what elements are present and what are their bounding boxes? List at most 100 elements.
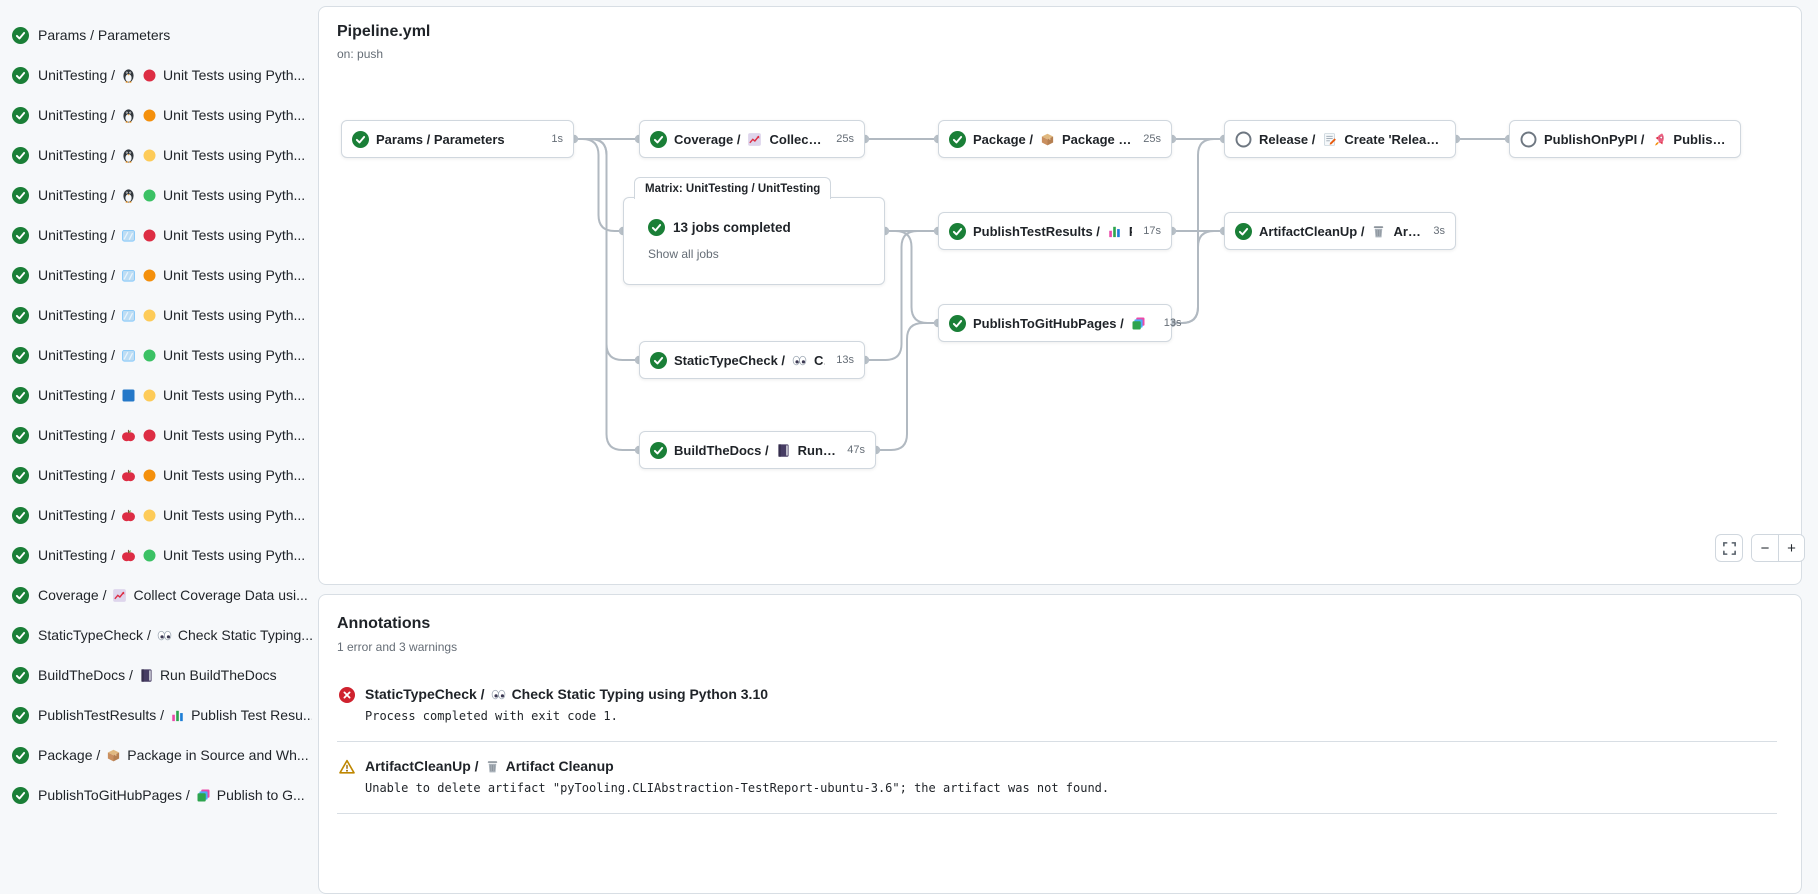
matrix-summary-text: 13 jobs completed: [673, 220, 791, 235]
workflow-node-coverage[interactable]: Coverage /Collect Cove...25s: [639, 120, 865, 158]
sidebar-job-label: UnitTesting /Unit Tests using Pyth...: [38, 347, 306, 363]
success-status-icon: [12, 546, 29, 564]
sidebar-job-item[interactable]: BuildTheDocs /Run BuildTheDocs: [0, 655, 318, 695]
sidebar-job-item[interactable]: UnitTesting /Unit Tests using Pyth...: [0, 335, 318, 375]
orange-dot-icon: [142, 108, 157, 123]
success-status-icon: [12, 466, 29, 484]
yellow-dot-icon: [142, 508, 157, 523]
job-duration: 17s: [1143, 225, 1161, 237]
sidebar-job-label: UnitTesting /Unit Tests using Pyth...: [38, 387, 306, 403]
job-duration: 25s: [836, 133, 854, 145]
sidebar-job-item[interactable]: UnitTesting /Unit Tests using Pyth...: [0, 415, 318, 455]
annotation-title[interactable]: StaticTypeCheck /Check Static Typing usi…: [365, 686, 769, 702]
orange-dot-icon: [142, 468, 157, 483]
workflow-trigger: on: push: [337, 47, 384, 61]
job-duration: 3s: [1433, 225, 1445, 237]
sidebar-job-item[interactable]: PublishToGitHubPages /Publish to G...: [0, 775, 318, 815]
zoom-in-button[interactable]: +: [1778, 535, 1804, 561]
sidebar-job-label: UnitTesting /Unit Tests using Pyth...: [38, 547, 306, 563]
workflow-node-publishtogithubpages[interactable]: PublishToGitHubPages /...13s: [938, 304, 1181, 342]
apple-icon: [121, 428, 136, 443]
sidebar-job-label: BuildTheDocs /Run BuildTheDocs: [38, 667, 277, 683]
sidebar-job-item[interactable]: UnitTesting /Unit Tests using Pyth...: [0, 375, 318, 415]
success-status-icon: [352, 130, 369, 148]
sidebar-job-item[interactable]: UnitTesting /Unit Tests using Pyth...: [0, 535, 318, 575]
sidebar-job-label: UnitTesting /Unit Tests using Pyth...: [38, 427, 306, 443]
workflow-node-package[interactable]: Package /Package in So...25s: [938, 120, 1172, 158]
package-icon: [106, 748, 121, 763]
sidebar-job-label: UnitTesting /Unit Tests using Pyth...: [38, 467, 306, 483]
workflow-node-release[interactable]: Release /Create 'Release P...: [1224, 120, 1456, 158]
warning-status-icon: [339, 758, 355, 795]
show-all-jobs-link[interactable]: Show all jobs: [648, 247, 719, 261]
workflow-node-statictypecheck[interactable]: StaticTypeCheck /Chec...13s: [639, 341, 865, 379]
zoom-out-button[interactable]: −: [1752, 535, 1778, 561]
yellow-dot-icon: [142, 388, 157, 403]
wastebasket-icon: [1371, 224, 1386, 239]
success-status-icon: [12, 346, 29, 364]
success-status-icon: [949, 314, 966, 332]
workflow-node-artifactcleanup[interactable]: ArtifactCleanUp /Artifac...3s: [1224, 212, 1456, 250]
package-icon: [1040, 132, 1055, 147]
zoom-control: − +: [1751, 534, 1805, 562]
sidebar-job-item[interactable]: UnitTesting /Unit Tests using Pyth...: [0, 135, 318, 175]
bar-chart-icon: [170, 708, 185, 723]
book-icon: [776, 443, 791, 458]
bar-chart-icon: [1107, 224, 1122, 239]
apple-icon: [121, 548, 136, 563]
annotations-title: Annotations: [337, 615, 431, 632]
workflow-graph-panel: Pipeline.yml on: push Params / Parameter…: [318, 6, 1805, 585]
sidebar-job-item[interactable]: Coverage /Collect Coverage Data usi...: [0, 575, 318, 615]
error-status-icon: [339, 686, 355, 723]
yellow-dot-icon: [142, 148, 157, 163]
sidebar-job-item[interactable]: UnitTesting /Unit Tests using Pyth...: [0, 255, 318, 295]
sidebar-job-item[interactable]: UnitTesting /Unit Tests using Pyth...: [0, 215, 318, 255]
chart-increasing-icon: [112, 588, 127, 603]
sidebar-job-label: PublishTestResults /Publish Test Resu...: [38, 707, 312, 723]
success-status-icon: [12, 506, 29, 524]
memo-icon: [1322, 132, 1337, 147]
sidebar-job-label: UnitTesting /Unit Tests using Pyth...: [38, 107, 306, 123]
skipped-status-icon: [1520, 131, 1537, 148]
red-dot-icon: [142, 68, 157, 83]
sidebar-job-label: PublishToGitHubPages /Publish to G...: [38, 787, 305, 803]
sidebar-job-label: StaticTypeCheck /Check Static Typing...: [38, 627, 312, 643]
sidebar-job-item[interactable]: UnitTesting /Unit Tests using Pyth...: [0, 95, 318, 135]
matrix-summary-row: 13 jobs completed: [648, 219, 884, 236]
matrix-tab: Matrix: UnitTesting / UnitTesting: [634, 177, 832, 199]
sidebar-job-item[interactable]: Params / Parameters: [0, 15, 318, 55]
blue-square-icon: [121, 388, 136, 403]
sidebar-job-item[interactable]: UnitTesting /Unit Tests using Pyth...: [0, 175, 318, 215]
fit-view-icon: [1722, 541, 1737, 556]
sidebar-job-label: Params / Parameters: [38, 27, 171, 43]
sidebar-job-item[interactable]: UnitTesting /Unit Tests using Pyth...: [0, 495, 318, 535]
workflow-node-publishtestresults[interactable]: PublishTestResults /Pu...17s: [938, 212, 1172, 250]
sidebar-job-item[interactable]: UnitTesting /Unit Tests using Pyth...: [0, 295, 318, 335]
workflow-node-buildthedocs[interactable]: BuildTheDocs /Run Buil...47s: [639, 431, 876, 469]
sidebar-job-item[interactable]: UnitTesting /Unit Tests using Pyth...: [0, 55, 318, 95]
ice-icon: [121, 228, 136, 243]
success-status-icon: [12, 426, 29, 444]
matrix-group: 13 jobs completed Show all jobs: [623, 197, 885, 285]
job-duration: 1s: [551, 133, 563, 145]
workflow-node-publishonpypi[interactable]: PublishOnPyPI /Publish to ...: [1509, 120, 1741, 158]
sidebar-job-item[interactable]: UnitTesting /Unit Tests using Pyth...: [0, 455, 318, 495]
success-status-icon: [12, 666, 29, 684]
success-status-icon: [12, 66, 29, 84]
annotation-title[interactable]: ArtifactCleanUp /Artifact Cleanup: [365, 758, 614, 774]
success-status-icon: [12, 26, 29, 44]
green-dot-icon: [142, 548, 157, 563]
rocket-icon: [1651, 132, 1666, 147]
workflow-file-title: Pipeline.yml: [337, 23, 431, 40]
sidebar-job-item[interactable]: Package /Package in Source and Wh...: [0, 735, 318, 775]
success-status-icon: [12, 586, 29, 604]
fit-view-button[interactable]: [1715, 534, 1743, 562]
sidebar-job-item[interactable]: PublishTestResults /Publish Test Resu...: [0, 695, 318, 735]
annotation-row-error: StaticTypeCheck /Check Static Typing usi…: [337, 670, 1777, 742]
sidebar-job-item[interactable]: StaticTypeCheck /Check Static Typing...: [0, 615, 318, 655]
apple-icon: [121, 508, 136, 523]
success-status-icon: [949, 130, 966, 148]
success-status-icon: [12, 786, 29, 804]
